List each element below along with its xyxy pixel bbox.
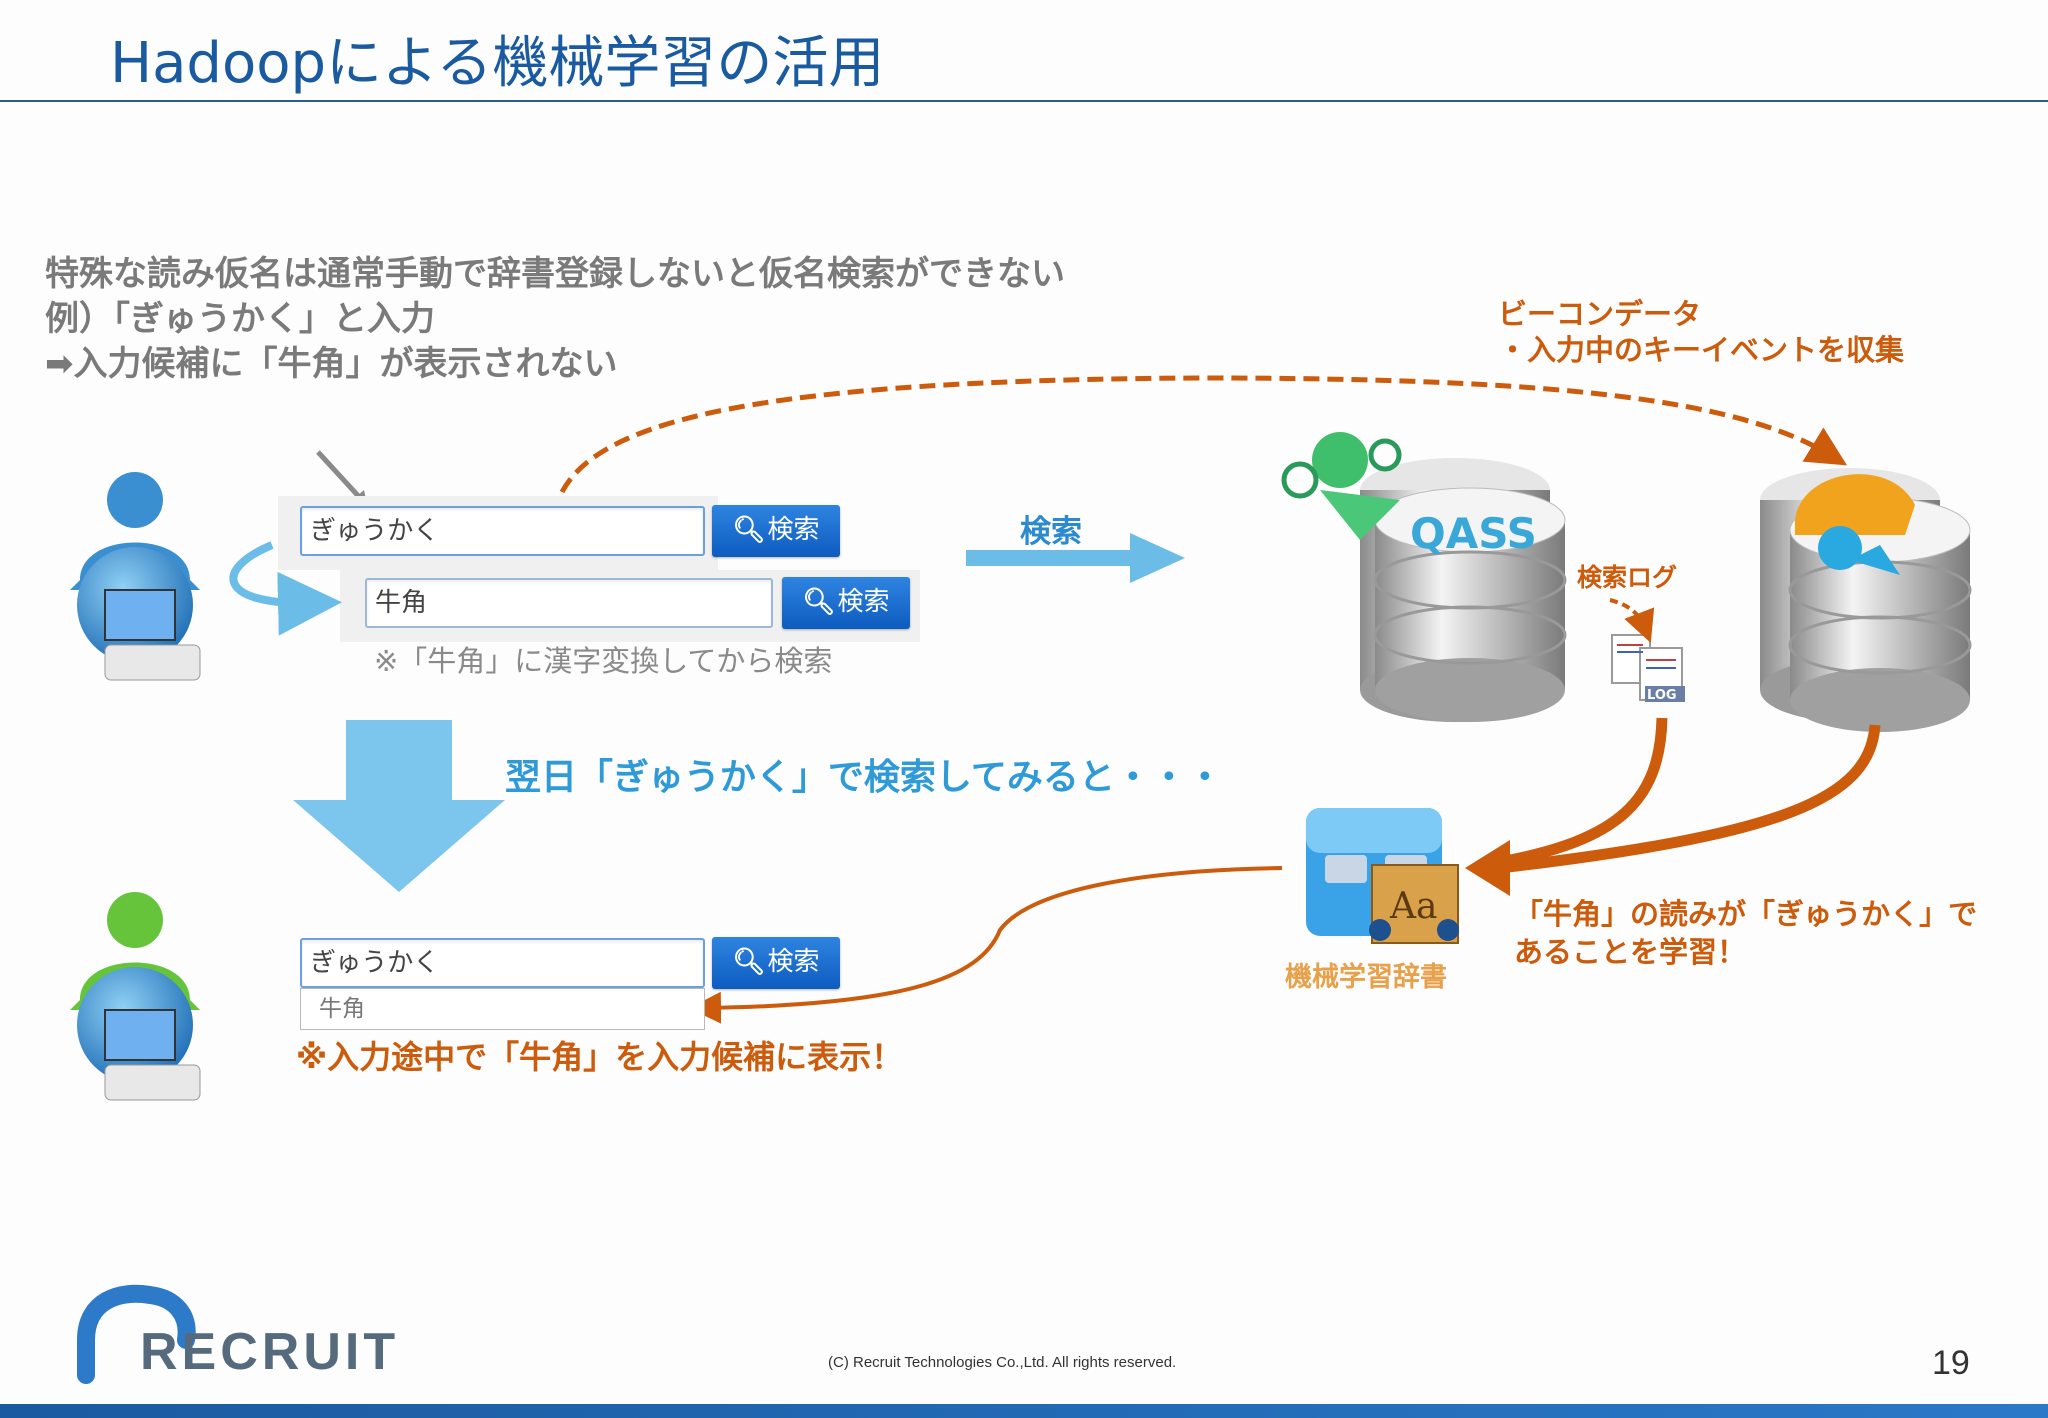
search-button-bottom[interactable]: 🔍︎検索 (712, 937, 840, 989)
intro-line-3: ➡入力候補に「牛角」が表示されない (45, 344, 618, 384)
next-day-text: 翌日「ぎゅうかく」で検索してみると・・・ (505, 757, 1223, 798)
log-to-dict-arrow (1499, 717, 1668, 868)
search-button-top-label: 検索 (767, 515, 820, 545)
footer-bar (0, 1404, 2048, 1418)
slide-title: Hadoopによる機械学習の活用 (110, 31, 885, 96)
qass-logo: QASS (1410, 509, 1537, 558)
copyright: (C) Recruit Technologies Co.,Ltd. All ri… (828, 1354, 1177, 1371)
beacon-line-1: ビーコンデータ (1498, 297, 1702, 331)
next-day-down-arrow (293, 720, 505, 892)
search-button-mid[interactable]: 🔍︎検索 (782, 577, 910, 629)
log-icon-label: LOG (1647, 688, 1677, 703)
page-number: 19 (1932, 1344, 1970, 1382)
intro-line-2: 例）「ぎゅうかく」と入力 (45, 299, 435, 339)
search-input-bottom[interactable]: ぎゅうかく (300, 938, 705, 988)
conversion-curve-arrow (229, 541, 342, 636)
search-icon: 🔍︎ (732, 515, 766, 545)
beacon-label: ビーコンデータ ・入力中のキーイベントを収集 (1498, 296, 1904, 368)
search-arrow-label: 検索 (1020, 514, 1082, 550)
suggestion-note: ※入力途中で「牛角」を入力候補に表示！ (296, 1038, 904, 1076)
user-computer-icon (70, 472, 201, 681)
suggestion-item[interactable]: 牛角 (300, 988, 705, 1030)
search-log-label: 検索ログ (1577, 563, 1678, 592)
recruit-logo: RECRUIT (140, 1323, 400, 1381)
recruit-logo-mark (77, 1284, 196, 1384)
search-icon: 🔍︎ (802, 587, 836, 617)
dictionary-label: 機械学習辞書 (1285, 962, 1447, 993)
pointer-arrow-icon (316, 450, 364, 502)
search-input-top[interactable]: ぎゅうかく (300, 506, 705, 556)
intro-line-1: 特殊な読み仮名は通常手動で辞書登録しないと仮名検索ができない (45, 254, 1065, 294)
search-button-mid-label: 検索 (837, 587, 890, 617)
search-input-mid[interactable]: 牛角 (365, 578, 773, 628)
db-to-dict-arrow (1499, 724, 1881, 874)
search-button-top[interactable]: 🔍︎検索 (712, 505, 840, 557)
dict-to-suggestion-arrow (689, 866, 1283, 1024)
dictionary-icon: Aa (1306, 808, 1459, 944)
search-button-bottom-label: 検索 (767, 947, 820, 977)
intro-text: 特殊な読み仮名は通常手動で辞書登録しないと仮名検索ができない 例）「ぎゅうかく」… (45, 252, 1065, 387)
beacon-dashed-arrow (559, 375, 1848, 494)
learning-note: 「牛角」の読みが「ぎゅうかく」で あることを学習！ (1514, 895, 1977, 971)
database-icon (1281, 432, 1567, 722)
conversion-note: ※「牛角」に漢字変換してから検索 (374, 644, 833, 678)
beacon-line-2: ・入力中のキーイベントを収集 (1498, 333, 1905, 367)
search-icon: 🔍︎ (732, 947, 766, 977)
user-computer-icon (70, 892, 201, 1101)
search-right-arrow (966, 533, 1185, 583)
learning-line-1: 「牛角」の読みが「ぎゅうかく」で (1514, 897, 1978, 931)
title-divider (0, 100, 2048, 102)
dictionary-aa-text: Aa (1389, 886, 1437, 927)
log-file-icon: LOG (1611, 634, 1685, 703)
learning-line-2: あることを学習！ (1514, 935, 1747, 969)
database-icon (1760, 468, 1972, 732)
